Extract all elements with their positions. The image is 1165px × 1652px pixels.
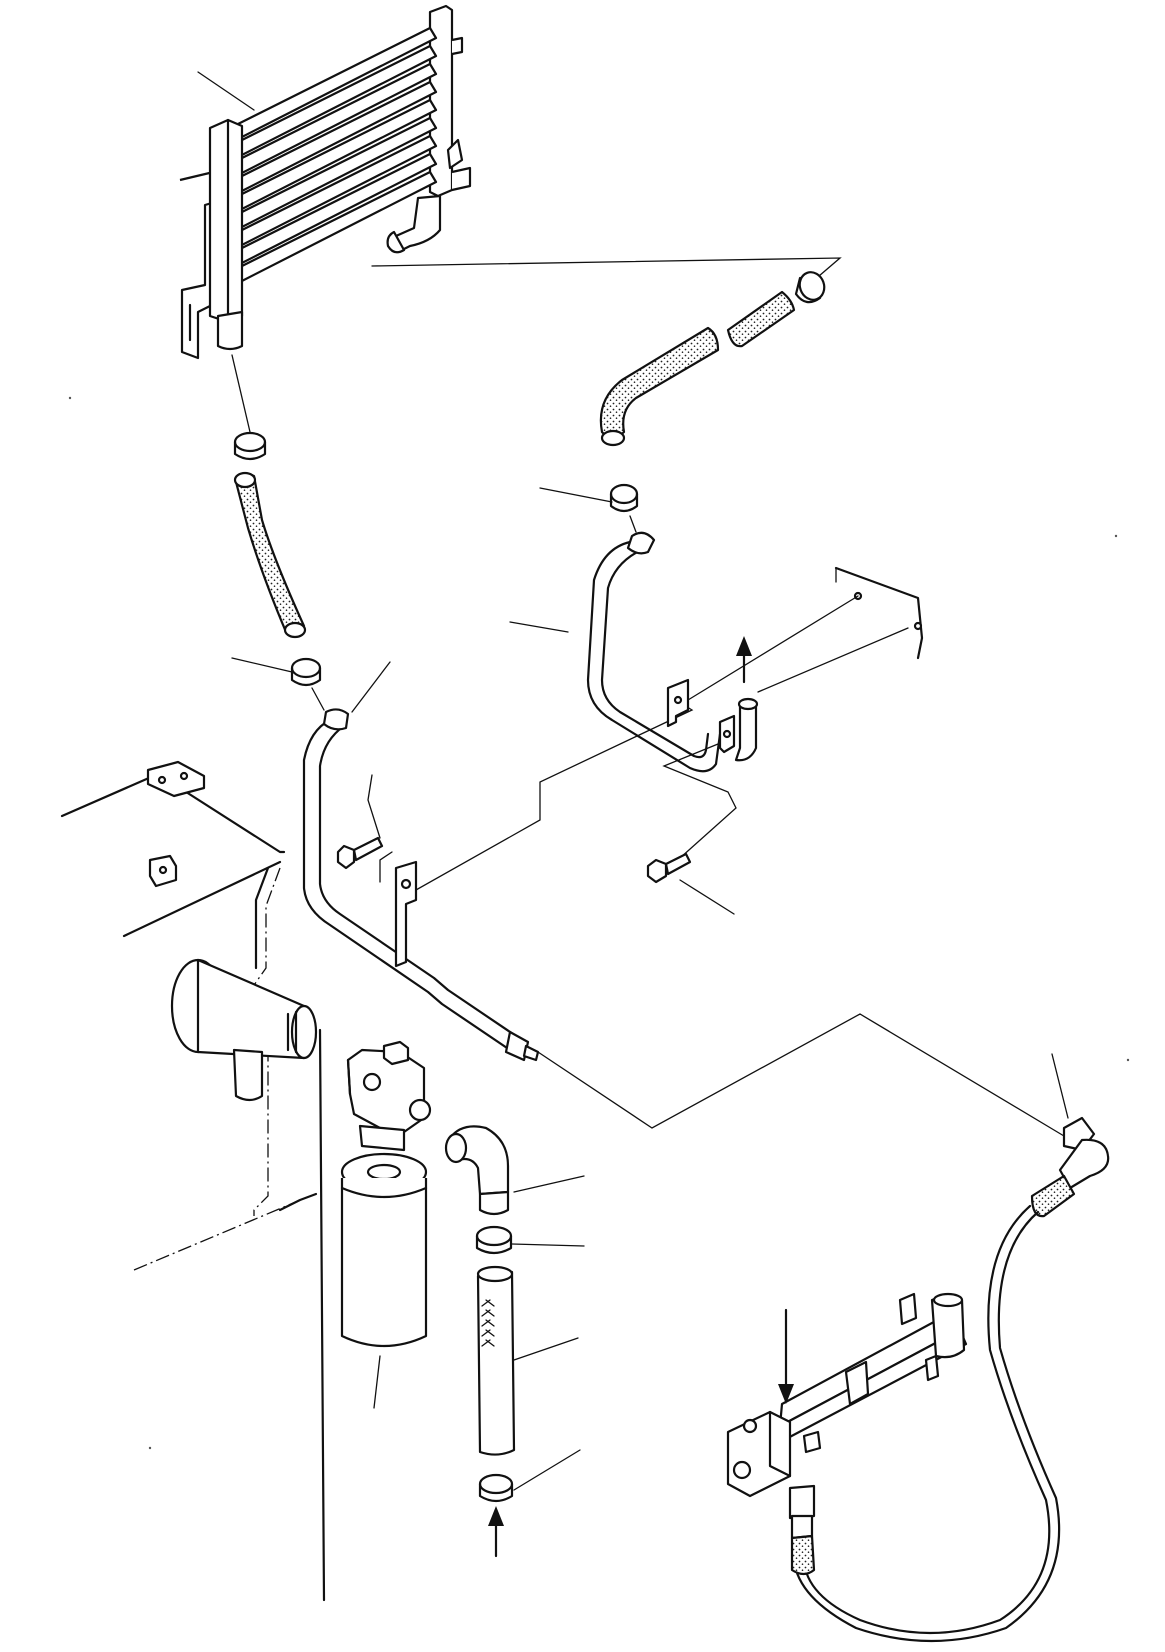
leader-line: [511, 1243, 585, 1247]
scan-speck: [1114, 534, 1118, 538]
leader-line: [231, 354, 251, 433]
leader-line: [373, 1355, 381, 1409]
valve-hose-fitting: [788, 1484, 816, 1576]
direction-arrow: [778, 1308, 794, 1404]
leader-line: [513, 1449, 581, 1491]
cooler-inlet-hose: [233, 471, 307, 639]
leader-line: [1051, 1053, 1069, 1119]
hose-clamp: [478, 1473, 514, 1503]
leader-line: [662, 743, 737, 859]
flexible-line: [792, 1204, 1061, 1643]
leader-line: [379, 851, 393, 883]
oil-filter-cartridge: [340, 1152, 428, 1348]
tank-port: [170, 958, 318, 1102]
scan-speck: [68, 396, 72, 400]
direction-arrow: [488, 1506, 504, 1558]
leader-line: [513, 1175, 585, 1193]
leader-line: [311, 687, 325, 711]
leader-line: [629, 515, 637, 533]
leader-line: [537, 1013, 1065, 1137]
scan-speck: [148, 1446, 152, 1450]
frame-bracket: [834, 566, 924, 660]
leader-line: [351, 661, 391, 713]
line-fitting: [1030, 1116, 1110, 1218]
tube-bracket: [666, 678, 736, 754]
leader-line: [197, 71, 255, 111]
tube-bracket: [394, 860, 418, 968]
leader-line: [687, 595, 859, 701]
control-valve-block: [726, 1292, 968, 1498]
steel-oil-tube: [302, 708, 540, 1062]
direction-arrow: [736, 636, 752, 684]
leader-line: [757, 627, 909, 693]
hose-clamp: [794, 271, 826, 304]
leader-line: [367, 774, 381, 839]
suction-hose: [476, 1265, 516, 1456]
leader-line: [509, 621, 569, 633]
leader-line: [679, 879, 735, 915]
hose-clamp: [609, 483, 639, 513]
leader-line: [513, 1337, 579, 1361]
oil-cooler: [179, 4, 472, 360]
elbow-fitting: [444, 1125, 510, 1216]
leader-line: [231, 657, 293, 673]
oil-filter-head: [346, 1040, 432, 1152]
hose-clamp: [233, 431, 267, 461]
mounting-bolt: [646, 852, 692, 884]
hose-clamp: [475, 1225, 513, 1255]
leader-line: [539, 487, 613, 503]
return-pipe: [586, 531, 759, 773]
hose-clamp: [290, 657, 322, 687]
hydraulic-tank: [60, 760, 326, 1602]
return-hose: [599, 290, 796, 447]
leader-line: [371, 257, 842, 283]
mounting-bolt: [336, 836, 384, 870]
centerline: [133, 1195, 311, 1271]
leader-line: [415, 699, 694, 891]
scan-speck: [1126, 1058, 1130, 1062]
